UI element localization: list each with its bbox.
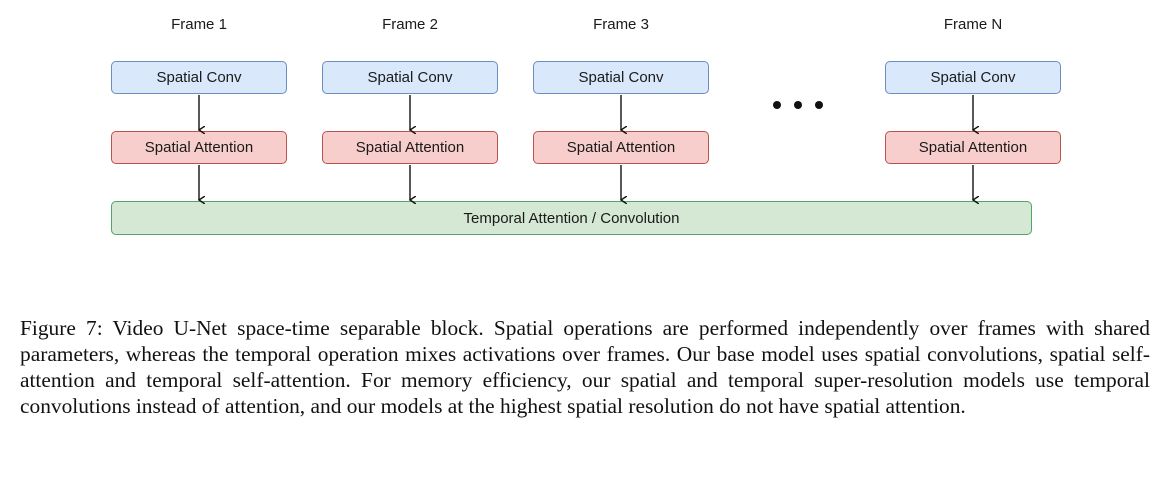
flow-arrows [0,95,1161,260]
frame-1-spatial-conv: Spatial Conv [111,61,287,94]
frame-2-label: Frame 2 [382,16,438,33]
space-time-block-diagram: Frame 1 Spatial Conv Spatial Attention F… [0,16,1161,260]
ellipsis-dots [773,101,823,109]
frame-3-spatial-attention: Spatial Attention [533,131,709,164]
temporal-attention-convolution-block: Temporal Attention / Convolution [111,201,1032,235]
frame-2-spatial-conv: Spatial Conv [322,61,498,94]
frame-3-label: Frame 3 [593,16,649,33]
frame-n-spatial-attention: Spatial Attention [885,131,1061,164]
frame-1-label: Frame 1 [171,16,227,33]
frame-n-spatial-conv: Spatial Conv [885,61,1061,94]
frame-3-spatial-conv: Spatial Conv [533,61,709,94]
figure-caption: Figure 7: Video U-Net space-time separab… [20,316,1150,418]
frame-1-spatial-attention: Spatial Attention [111,131,287,164]
frame-n-label: Frame N [943,16,1003,33]
